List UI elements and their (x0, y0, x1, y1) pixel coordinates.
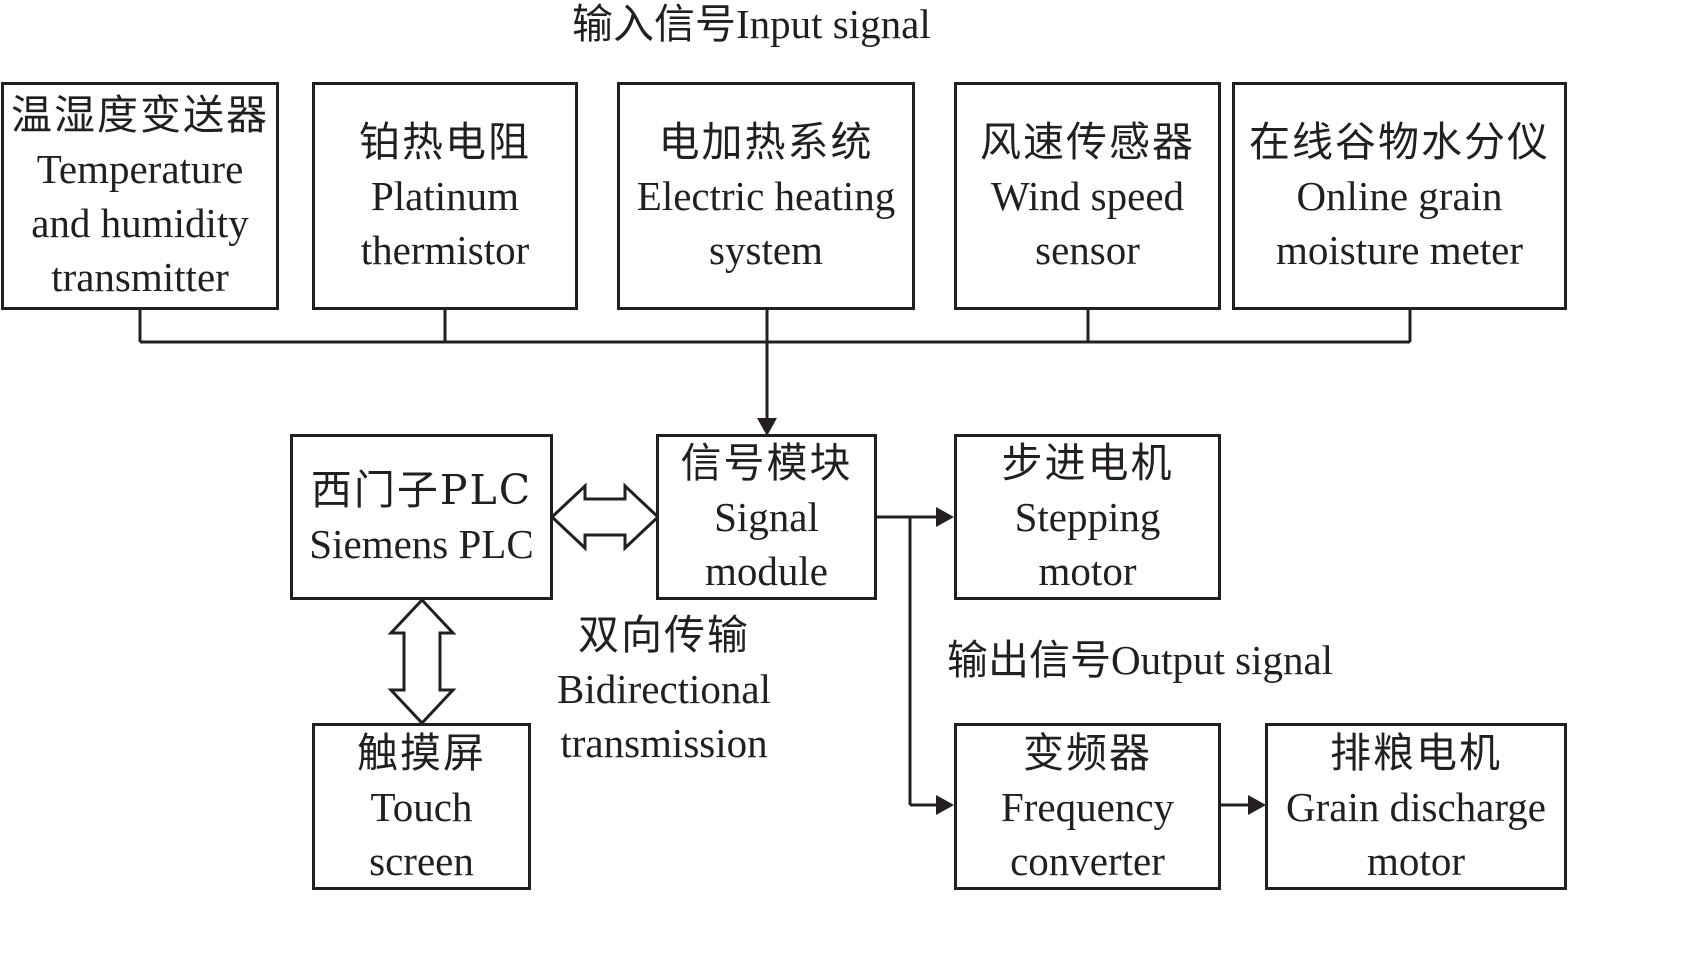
output-signal-label: 输出信号Output signal (947, 637, 1334, 683)
node-platinum-thermistor[interactable]: 铂热电阻 Platinum thermistor (312, 82, 578, 310)
node-wind-speed-sensor[interactable]: 风速传感器 Wind speed sensor (954, 82, 1221, 310)
bidirectional-label-zh: 双向传输 (578, 611, 750, 659)
node-label-zh: 在线谷物水分仪 (1249, 118, 1550, 166)
node-label-en: Stepping (1014, 494, 1161, 540)
node-frequency-converter[interactable]: 变频器 Frequency converter (954, 723, 1221, 890)
node-label-en: Signal (714, 494, 819, 540)
node-label-en: moisture meter (1275, 227, 1524, 273)
node-label-zh: 步进电机 (1001, 439, 1174, 487)
node-label-zh: 西门子PLC (310, 466, 533, 514)
node-label-en: thermistor (360, 227, 530, 273)
arrowhead-right-icon (936, 795, 954, 815)
bidirectional-arrow-horizontal-icon (549, 482, 661, 552)
node-label-zh: 铂热电阻 (359, 118, 531, 166)
node-label-en: Temperature (36, 146, 244, 192)
node-electric-heating-system[interactable]: 电加热系统 Electric heating system (617, 82, 915, 310)
bidirectional-transmission-label: 双向传输 Bidirectional transmission (540, 608, 788, 770)
input-arrow (757, 310, 777, 436)
node-label-en: motor (1038, 548, 1137, 594)
bidirectional-arrow-vertical-icon (387, 597, 457, 726)
node-label-en: sensor (1035, 227, 1140, 273)
node-label-zh: 触摸屏 (357, 728, 486, 777)
node-online-grain-moisture-meter[interactable]: 在线谷物水分仪 Online grain moisture meter (1232, 82, 1567, 310)
node-label-zh: 信号模块 (680, 439, 853, 487)
node-label-en: Frequency (1000, 783, 1175, 830)
node-label-zh: 风速传感器 (980, 118, 1195, 166)
node-temperature-humidity-transmitter[interactable]: 温湿度变送器 Temperature and humidity transmit… (1, 82, 279, 310)
node-label-en: Siemens PLC (309, 521, 534, 567)
node-label-en: and humidity (31, 200, 249, 246)
node-label-en: Platinum (370, 173, 520, 219)
node-label-en: Online grain (1296, 173, 1503, 219)
node-label-en: transmitter (51, 254, 229, 300)
node-label-en: Electric heating (636, 173, 896, 219)
arrowhead-down-icon (757, 418, 777, 436)
node-label-en: module (705, 548, 828, 594)
node-grain-discharge-motor[interactable]: 排粮电机 Grain discharge motor (1265, 723, 1567, 890)
node-label-en: Grain discharge (1286, 783, 1546, 830)
input-bus (138, 310, 1412, 344)
node-siemens-plc[interactable]: 西门子PLC Siemens PLC (290, 434, 553, 600)
arrowhead-right-icon (1248, 795, 1266, 815)
node-label-zh: 变频器 (1023, 728, 1152, 777)
node-label-zh: 电加热系统 (658, 118, 874, 166)
arrowhead-right-icon (936, 507, 954, 527)
input-signal-label: 输入信号Input signal (572, 1, 931, 47)
node-label-en: system (709, 227, 823, 273)
output-connectors (876, 515, 1250, 807)
node-stepping-motor[interactable]: 步进电机 Stepping motor (954, 434, 1221, 600)
bidirectional-label-en: Bidirectional (556, 666, 772, 712)
node-label-en: converter (1010, 837, 1165, 884)
node-label-en: screen (369, 837, 474, 884)
node-label-en: Wind speed (990, 173, 1185, 219)
node-label-zh: 温湿度变送器 (11, 91, 269, 139)
node-touch-screen[interactable]: 触摸屏 Touch screen (312, 723, 531, 890)
node-label-en: Touch (370, 783, 473, 830)
bidirectional-label-en: transmission (560, 720, 768, 766)
node-signal-module[interactable]: 信号模块 Signal module (656, 434, 877, 600)
node-label-en: motor (1367, 837, 1465, 884)
node-label-zh: 排粮电机 (1330, 728, 1502, 777)
